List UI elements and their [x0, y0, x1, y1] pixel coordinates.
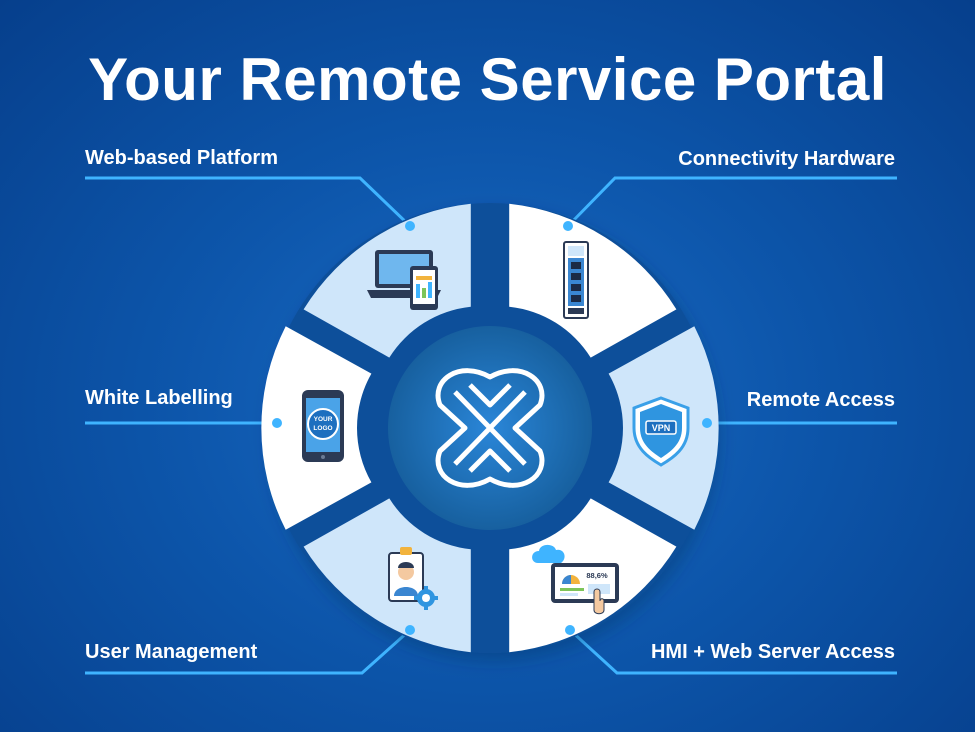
connector-lines	[85, 176, 897, 675]
laptop-tablet-icon	[367, 250, 441, 310]
connector-hmi-web-server-access	[568, 628, 897, 675]
router-device-icon	[563, 241, 589, 319]
segment-connectivity-hardware	[509, 203, 677, 358]
hmi-value-text: 88,6%	[586, 571, 608, 580]
segment-user-management	[303, 498, 471, 653]
page-title: Your Remote Service Portal	[88, 46, 887, 113]
dot-connectivity-hardware	[563, 221, 573, 231]
phone-logo-text-top: YOUR	[314, 416, 333, 423]
dot-hmi-web-server-access	[565, 625, 575, 635]
hmi-tablet-cloud-icon: 88,6%	[532, 544, 619, 615]
connector-user-management	[85, 628, 412, 675]
dot-web-based-platform	[405, 221, 415, 231]
vpn-text: VPN	[652, 423, 671, 433]
connector-web-based-platform	[85, 176, 412, 228]
label-hmi-web-server-access: HMI + Web Server Access	[650, 641, 895, 663]
dot-white-labelling	[272, 418, 282, 428]
phone-your-logo-icon: YOUR LOGO	[302, 390, 344, 462]
vpn-shield-icon: VPN	[632, 396, 690, 467]
label-white-labelling: White Labelling	[85, 387, 233, 409]
label-connectivity-hardware: Connectivity Hardware	[678, 148, 895, 170]
label-user-management: User Management	[85, 641, 258, 663]
user-badge-gear-icon	[388, 547, 438, 610]
phone-logo-text-bottom: LOGO	[313, 425, 332, 432]
label-web-based-platform: Web-based Platform	[85, 147, 278, 169]
dot-remote-access	[702, 418, 712, 428]
connector-dots	[272, 221, 712, 635]
label-remote-access: Remote Access	[746, 389, 895, 411]
dot-user-management	[405, 625, 415, 635]
portal-logo-icon	[435, 368, 545, 488]
connector-connectivity-hardware	[566, 176, 897, 228]
wheel-segments	[261, 203, 719, 653]
